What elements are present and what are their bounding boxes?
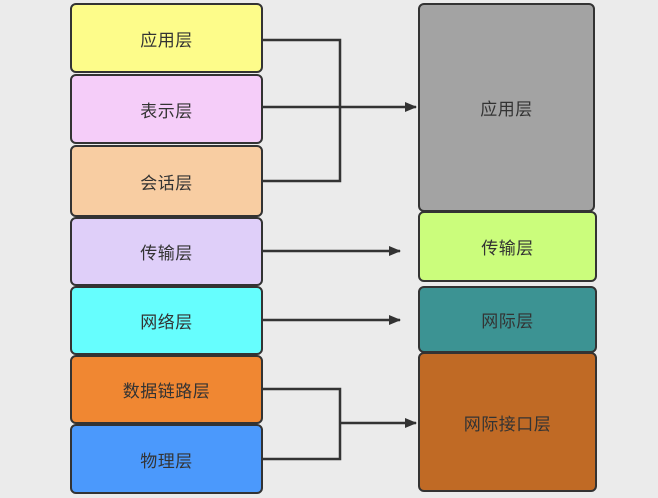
osi-application-layer: 应用层 — [70, 3, 263, 73]
tcpip-internet-layer: 网际层 — [418, 286, 597, 353]
osi-data-link-layer: 数据链路层 — [70, 355, 263, 424]
osi-session-layer: 会话层 — [70, 145, 263, 217]
tcpip-transport-layer: 传输层 — [418, 211, 597, 282]
osi-presentation-layer: 表示层 — [70, 74, 263, 144]
connector-application-group — [263, 38, 416, 183]
tcpip-application-layer: 应用层 — [418, 3, 595, 212]
osi-network-layer: 网络层 — [70, 286, 263, 355]
tcpip-network-interface-layer: 网际接口层 — [418, 352, 597, 492]
osi-transport-layer: 传输层 — [70, 217, 263, 286]
connector-link-group — [263, 387, 416, 461]
osi-physical-layer: 物理层 — [70, 424, 263, 494]
